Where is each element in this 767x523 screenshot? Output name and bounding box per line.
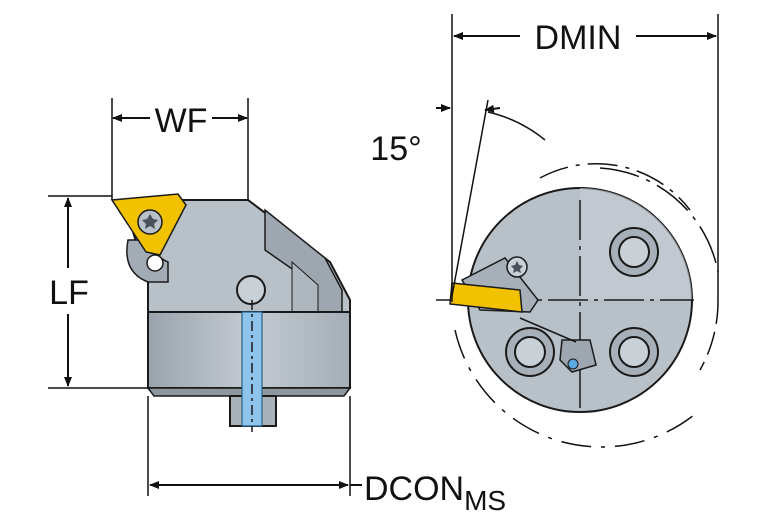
bolt-hole-bottom-right	[609, 327, 659, 377]
torx-recess-front	[511, 261, 523, 273]
dmin-label: DMIN	[535, 19, 622, 57]
lf-label: LF	[49, 274, 89, 312]
rotation-arc-outer	[487, 111, 546, 141]
dcon-label-main: DCON	[364, 470, 464, 508]
side-view: WF LF DCONMS	[48, 98, 506, 516]
front-view: 15° DMIN	[370, 14, 719, 448]
rotation-arc-right-lower	[699, 299, 719, 371]
dcon-label: DCONMS	[364, 470, 506, 516]
rotation-arc-right	[599, 167, 719, 273]
angle-arrow-right	[484, 104, 501, 113]
angle-line-inclined	[451, 99, 489, 297]
bolt-hole-bottom-left	[505, 327, 555, 377]
coolant-slot-line	[519, 317, 577, 343]
coolant-outlet-icon	[567, 358, 579, 370]
clearance-hole	[236, 275, 266, 305]
insert-clamp-hole	[146, 254, 164, 272]
rotation-arc-right-2	[539, 162, 691, 211]
wf-label: WF	[155, 102, 208, 140]
dcon-label-sub: MS	[464, 485, 506, 516]
insert-front	[449, 282, 523, 313]
angle-label: 15°	[370, 130, 421, 168]
bolt-hole-top-right	[609, 227, 659, 277]
torx-recess	[142, 214, 158, 229]
